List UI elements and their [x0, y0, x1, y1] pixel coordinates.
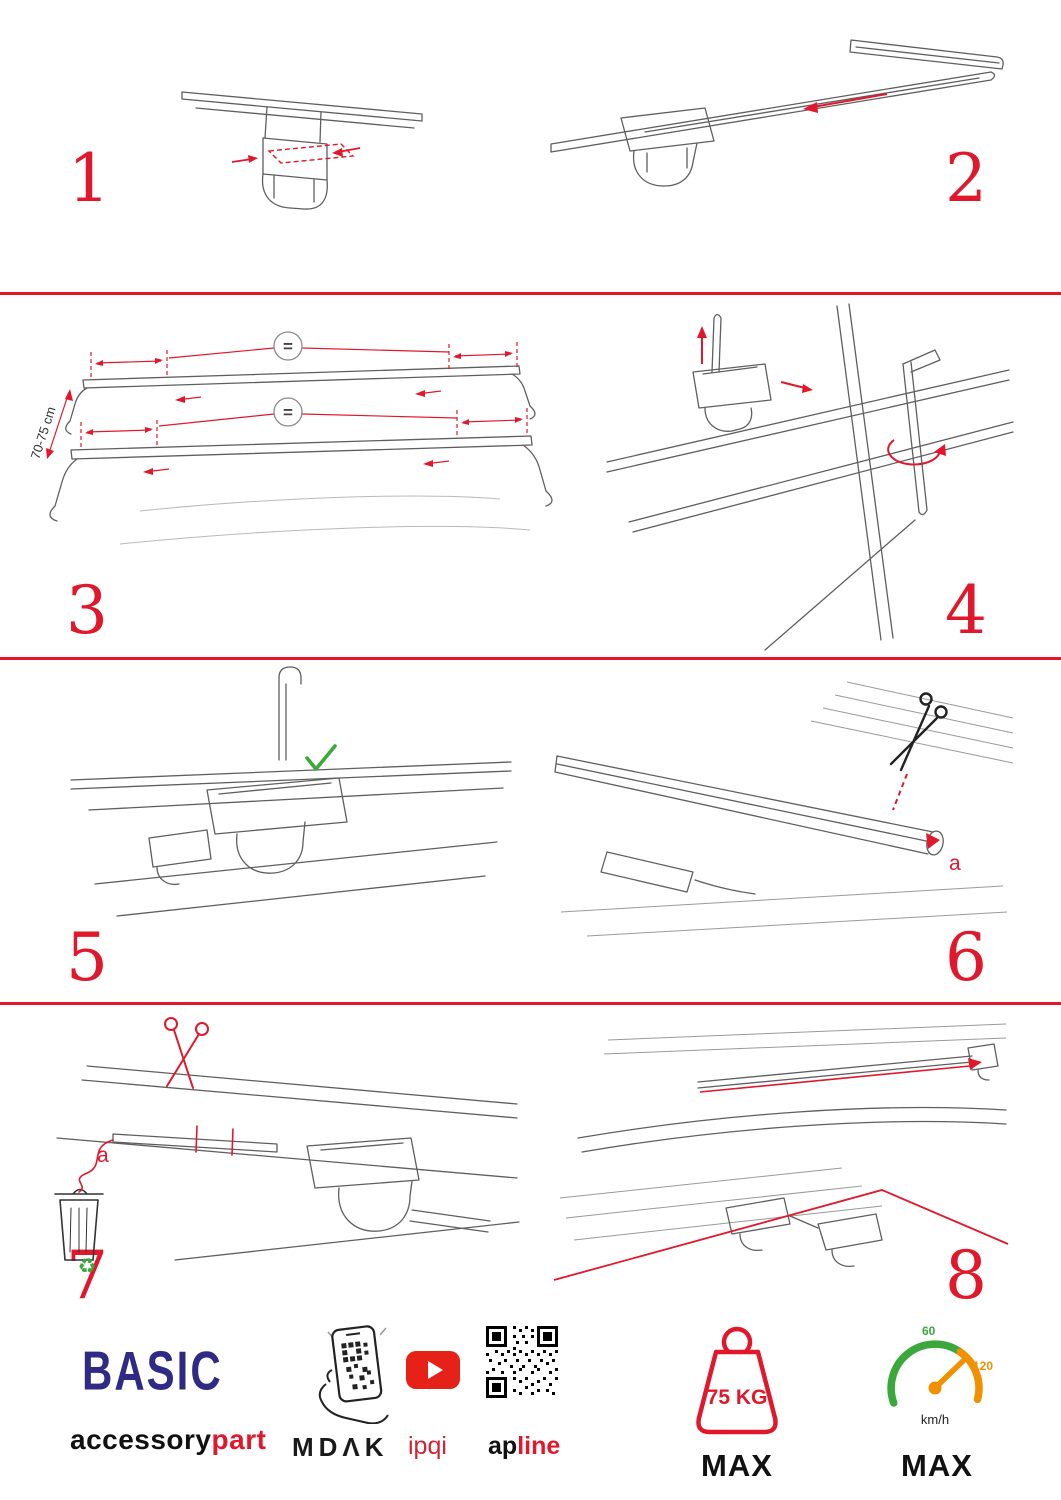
step-3-number: 3: [66, 572, 108, 649]
red-scissors-icon: [164, 1017, 209, 1089]
brand-logo: BASIC: [82, 1340, 223, 1402]
strip-cut-drawing: [56, 1065, 520, 1261]
cut-line: [892, 773, 908, 811]
label-a-step6: a: [949, 852, 961, 875]
slide-direction-arrow: [812, 93, 888, 108]
youtube-icon: [406, 1351, 460, 1389]
apline-line: line: [517, 1432, 561, 1460]
bar-end-drawing: [554, 755, 944, 895]
rotation-annotation: [701, 334, 942, 466]
equals-sign-top: =: [283, 337, 293, 356]
weight-icon: 75 KG: [696, 1326, 778, 1435]
wordmark-part: part: [211, 1424, 267, 1455]
step3-illustration: = = 70-75 cm: [28, 331, 553, 545]
speed-unit-label: km/h: [921, 1412, 949, 1427]
rail-clamp-drawing: [181, 91, 423, 210]
bar-distance-label: 70-75 cm: [28, 405, 59, 461]
scissors-icon: [889, 692, 948, 772]
section-divider-1: [0, 292, 1061, 295]
step-4-number: 4: [945, 572, 987, 649]
speed-max-label: MAX: [901, 1448, 973, 1483]
step6-illustration: a: [554, 681, 1014, 937]
section-divider-3: [0, 1002, 1061, 1005]
hook-position-drawing: [70, 666, 512, 917]
speedometer-icon: 60 120 km/h: [887, 1324, 993, 1427]
bar-slide-drawing: [550, 39, 1004, 187]
step7-illustration: ♻ a: [54, 1017, 520, 1278]
equals-sign-bottom: =: [283, 403, 293, 422]
tighten-bolt-drawing: [606, 303, 1014, 651]
step-5-number: 5: [66, 919, 108, 996]
section-divider-2: [0, 657, 1061, 660]
speed-60-label: 60: [922, 1324, 936, 1338]
apline-ap: ap: [488, 1432, 518, 1460]
checkmark-icon: [305, 744, 337, 771]
cut-piece-highlight: [926, 833, 940, 849]
weight-max-label: MAX: [701, 1448, 773, 1483]
trash-bin-icon: [54, 1188, 104, 1261]
qr-code-icon: [486, 1326, 558, 1398]
equals-badge-bottom: [273, 397, 303, 427]
step4-illustration: [606, 303, 1014, 651]
step-7-number: 7: [66, 1237, 108, 1314]
step1-illustration: [181, 91, 423, 210]
label-a-step7: a: [97, 1144, 109, 1167]
step-2-number: 2: [945, 140, 987, 217]
roof-slats-lines: [560, 681, 1014, 937]
roof-panel-lines: [559, 1023, 1007, 1241]
step2-illustration: [550, 39, 1004, 187]
speed-120-label: 120: [973, 1359, 993, 1373]
alignment-annotation: [553, 1065, 1009, 1281]
crossbars-drawing: [49, 365, 553, 522]
equals-badge-top: [273, 331, 303, 361]
step8-illustration: [553, 1023, 1009, 1281]
ipqi-wordmark: ipqi: [408, 1432, 447, 1460]
discard-annotation: [78, 1125, 234, 1193]
apline-wordmark: apline: [488, 1432, 560, 1461]
car-body-lines: [119, 495, 531, 545]
mdak-wordmark: MDΛK: [292, 1432, 389, 1462]
weight-value: 75 KG: [707, 1386, 768, 1409]
step-6-number: 6: [945, 919, 987, 996]
recycle-icon: ♻: [78, 1254, 97, 1278]
step5-illustration: [70, 666, 512, 917]
equal-spacing-annotation: [47, 342, 528, 473]
final-assembly-drawing: [577, 1043, 1007, 1268]
wordmark-accessory: accessory: [70, 1424, 212, 1455]
step-1-number: 1: [68, 140, 110, 217]
step-8-number: 8: [945, 1237, 987, 1314]
phone-qr-icon: [318, 1325, 389, 1424]
accessorypart-wordmark: accessorypart: [70, 1424, 266, 1456]
